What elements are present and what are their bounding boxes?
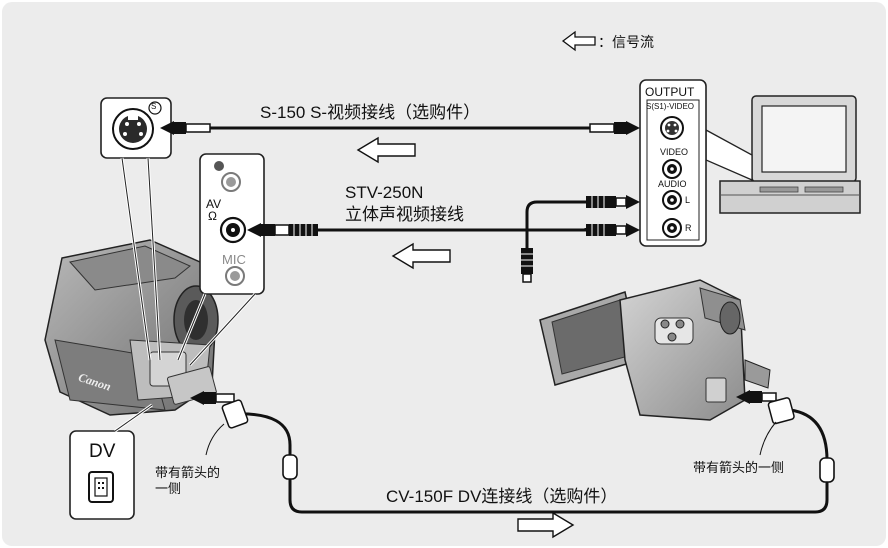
dv-port-icon [88,471,114,503]
audio-left-label: L [685,195,691,205]
s150-cable [160,121,640,135]
signal-arrow-s150-icon [356,136,416,164]
stv250n-desc-label: 立体声视频接线 [345,205,464,224]
cv150f-cable [190,390,835,514]
audio-left-jack-icon [662,190,682,210]
av-port-label: AV [206,197,222,211]
signal-arrow-stv-icon [391,242,451,270]
audio-right-jack-icon [662,218,682,238]
legend-text: ：信号流 [598,34,654,50]
s-mark-icon [148,101,162,115]
s-video-jack-icon [660,116,684,140]
audio-output-label: AUDIO [658,179,687,189]
av-port-icon [219,216,247,244]
lanc-port-icon [214,161,241,192]
note-pointer-left [205,423,225,456]
signal-arrow-dv-icon [517,511,575,539]
cv150f-cable-label: CV-150F DV连接线（选购件） [386,487,618,506]
s-mark-label: S [151,102,157,111]
s-video-output-label: S(S1)-VIDEO [646,102,695,111]
output-panel-title: OUTPUT [645,85,695,99]
video-jack-icon [662,159,682,179]
legend-arrow-icon [561,30,596,52]
mic-port-label: MIC [222,252,246,267]
stv250n-cable [247,195,640,283]
camcorder-right-icon [539,279,771,421]
stv250n-model-label: STV-250N [345,183,424,202]
arrow-side-note-right: 带有箭头的一侧 [693,460,785,475]
note-pointer-right [759,421,777,456]
s-video-port-icon [112,108,154,150]
mic-port-icon [225,266,245,286]
s150-cable-label: S-150 S-视频接线（选购件） [260,103,481,122]
arrow-side-note-left-line1: 带有箭头的 [155,465,221,480]
headphone-port-label: Ω [208,209,217,223]
tv-monitor-icon [719,95,861,214]
audio-right-label: R [685,223,692,233]
arrow-side-note-left-line2: 一侧 [155,481,182,496]
video-output-label: VIDEO [660,147,689,157]
dv-port-label: DV [89,441,116,462]
